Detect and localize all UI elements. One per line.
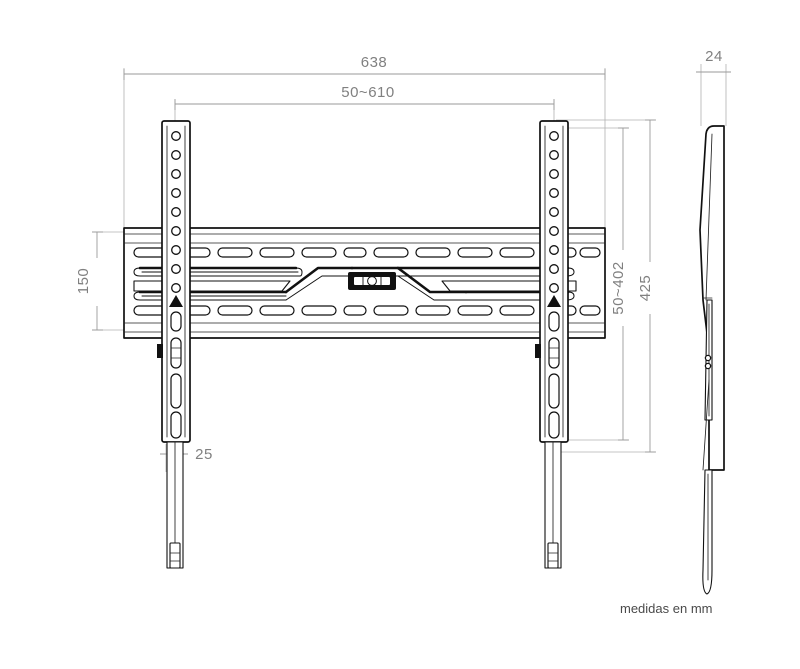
- dimension-label-profile-depth: 24: [705, 48, 723, 65]
- vertical-arm-left: [157, 120, 191, 569]
- rail-recess-left: [133, 280, 291, 292]
- front-view-group: [123, 120, 606, 569]
- side-hole-lower: [704, 362, 712, 370]
- dimension-vesa-height-range: 50~402: [556, 127, 633, 441]
- dimension-upper-height: 150: [75, 231, 160, 331]
- side-profile-view: [699, 125, 725, 595]
- rail-center-rib-left: [284, 266, 354, 301]
- bubble-level: [348, 272, 396, 290]
- dimension-profile-depth: 24: [696, 44, 731, 126]
- units-caption: medidas en mm: [620, 601, 712, 616]
- dimension-label-vesa-height-range: 50~402: [610, 261, 627, 314]
- dimension-overall-width: 638: [123, 52, 606, 238]
- arm-side-tab-left: [157, 344, 163, 358]
- dimension-label-overall-width: 638: [361, 54, 388, 71]
- vertical-arm-right: [535, 120, 569, 569]
- dimension-label-tail-width: 25: [195, 446, 213, 463]
- side-hole-upper: [704, 354, 712, 362]
- dimension-label-overall-height: 425: [637, 275, 654, 302]
- triangle-marker-icon: [169, 295, 183, 307]
- dimension-label-mount-width-range: 50~610: [341, 84, 394, 101]
- triangle-marker-icon: [547, 295, 561, 307]
- dimension-mount-width-range: 50~610: [174, 82, 555, 128]
- dimension-label-upper-height: 150: [75, 268, 92, 295]
- arm-side-tab-right: [535, 344, 541, 358]
- dimension-overall-height: 425: [556, 119, 660, 453]
